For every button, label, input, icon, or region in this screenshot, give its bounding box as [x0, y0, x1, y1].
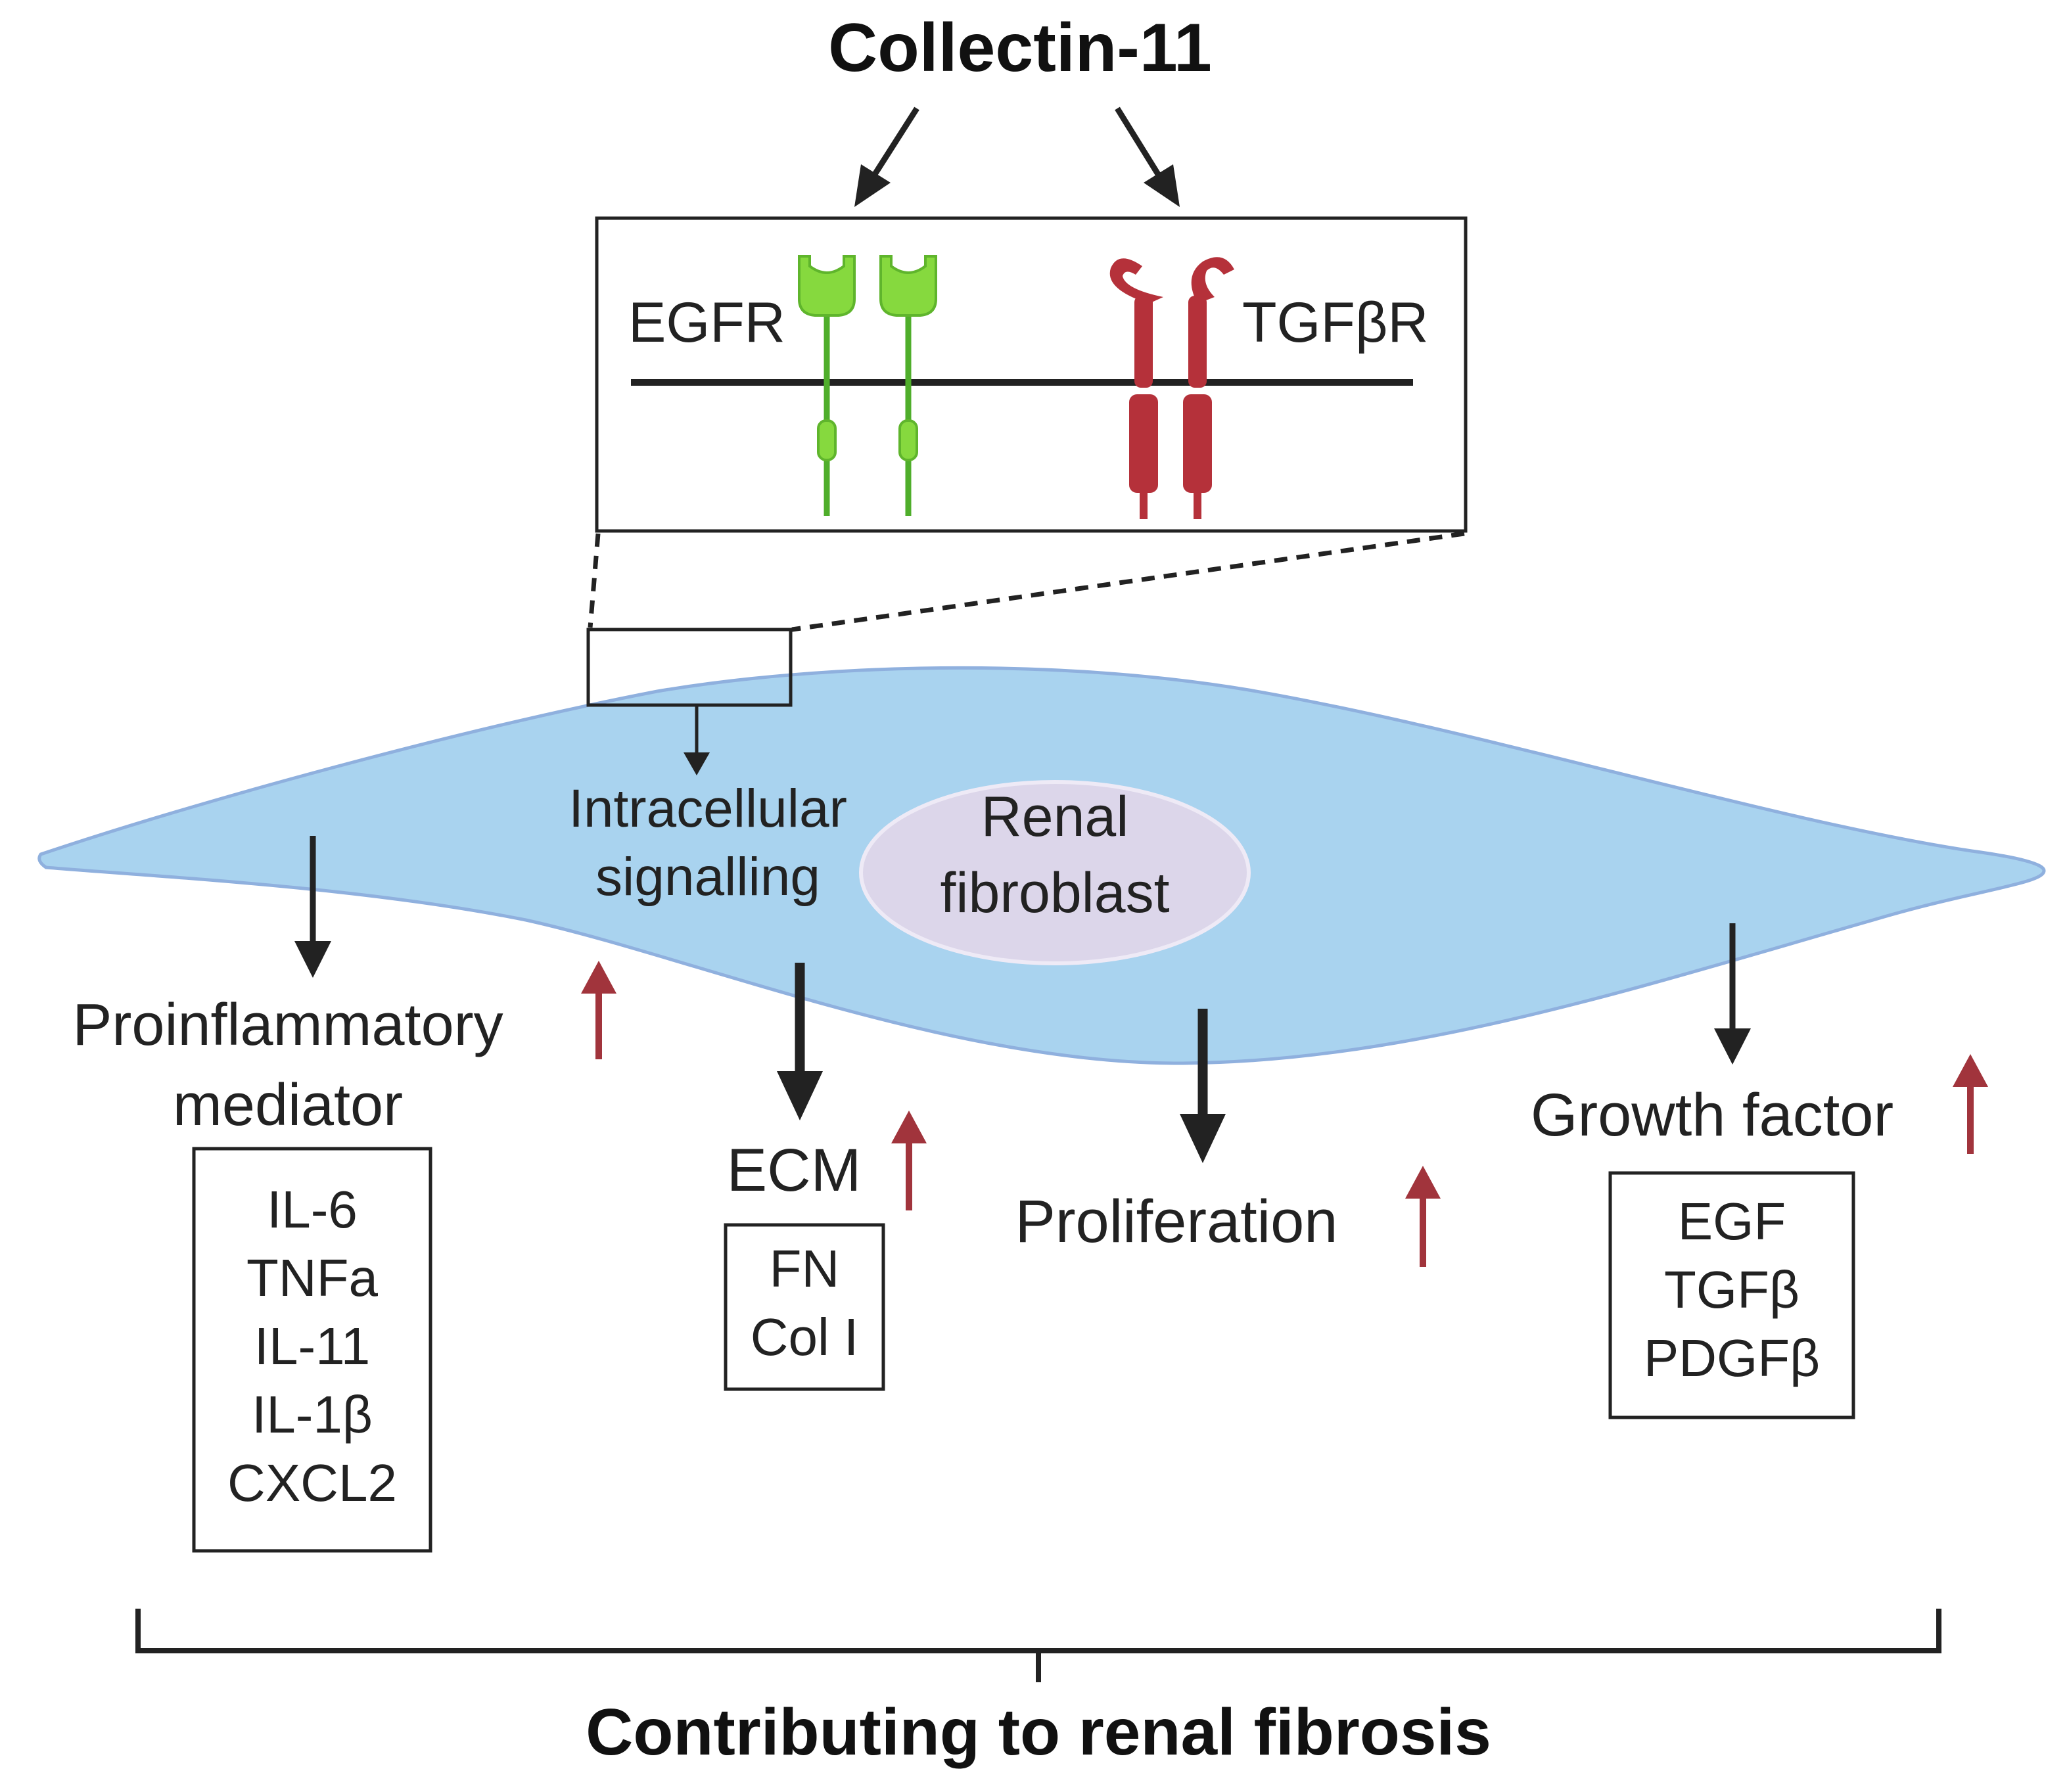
proliferation-up-arrow: [1405, 1166, 1441, 1267]
nucleus: [859, 780, 1251, 965]
tgfbr-receptor-2: [1183, 257, 1234, 519]
proinflammatory-label-line1: Proinflammatory: [72, 992, 503, 1058]
membrane-zoom-box: [586, 628, 793, 707]
ecm-items-box: [724, 1223, 885, 1391]
proinflammatory-label-line2: mediator: [173, 1072, 403, 1138]
growth-factor-item: TGFβ: [1664, 1260, 1800, 1319]
proinflammatory-up-arrow: [581, 961, 616, 1059]
proinflammatory-item: IL-6: [267, 1180, 358, 1239]
ecm-label: ECM: [727, 1137, 861, 1204]
signalling-arrow-head: [684, 752, 710, 775]
receptor-zoom-box: [595, 216, 1468, 533]
tgfbr-label: TGFβR: [1242, 291, 1429, 354]
nucleus-label-line2: fibroblast: [941, 862, 1170, 925]
ecm-item: FN: [770, 1239, 840, 1298]
bottom-bracket: [135, 1609, 1941, 1682]
signalling-label-line1: Intracellular: [569, 779, 847, 839]
proinflammatory-item: IL-11: [254, 1317, 370, 1375]
growth-factor-items-box: [1608, 1171, 1855, 1419]
egfr-label: EGFR: [628, 291, 785, 354]
proinflammatory-items-box: [192, 1147, 432, 1553]
tgfbr-receptor-1: [1109, 258, 1163, 519]
egfr-receptor-1: [798, 255, 856, 516]
zoom-dashed-line-right: [791, 531, 1465, 632]
nucleus-label-line1: Renal: [981, 785, 1129, 848]
proinflammatory-item: CXCL2: [227, 1454, 397, 1512]
zoom-dashed-line-left: [588, 533, 601, 628]
signalling-label-line2: signalling: [595, 847, 820, 907]
ecm-down-arrow: [777, 963, 823, 1120]
ecm-item: Col I: [751, 1308, 859, 1366]
growth-factor-item: PDGFβ: [1644, 1329, 1820, 1387]
proinflammatory-item: IL-1β: [252, 1385, 373, 1444]
growth-factor-item: EGF: [1678, 1192, 1786, 1251]
collectin-arrow-left: [854, 106, 919, 207]
collectin-arrow-right: [1115, 106, 1180, 207]
conclusion-label: Contributing to renal fibrosis: [586, 1695, 1491, 1769]
growth-factor-label: Growth factor: [1531, 1082, 1893, 1149]
growth-factor-down-arrow: [1714, 923, 1751, 1065]
proinflammatory-item: TNFa: [246, 1249, 379, 1307]
ecm-up-arrow: [891, 1111, 927, 1210]
egfr-receptor-2: [879, 255, 937, 516]
growth-factor-up-arrow: [1953, 1054, 1988, 1154]
proliferation-label: Proliferation: [1015, 1188, 1338, 1255]
proinflammatory-down-arrow: [294, 836, 331, 978]
title: Collectin-11: [828, 10, 1212, 86]
proliferation-down-arrow: [1180, 1009, 1226, 1163]
